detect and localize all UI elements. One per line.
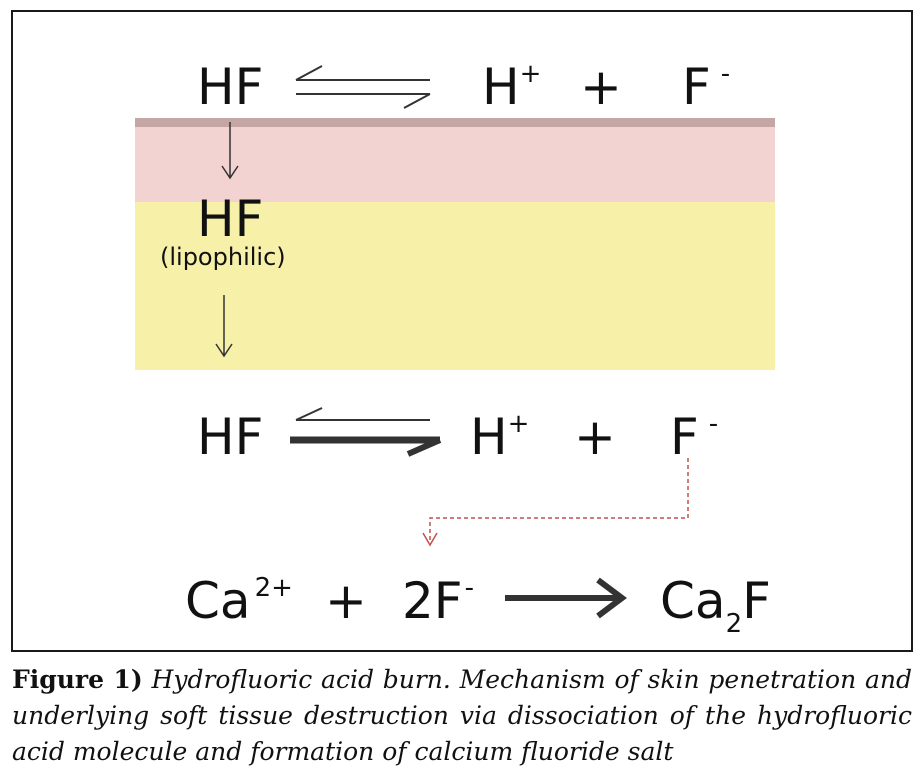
row1-f: F [682,58,711,116]
row3-f-charge: - [464,573,474,603]
reaction-arrow-icon [505,577,627,619]
inside-hf: HF [197,190,264,248]
row2-h-charge: + [507,409,530,439]
row2-equilibrium-icon [290,407,442,457]
arrows-layer [215,65,689,619]
row3-product: Ca2F [660,576,771,637]
row2-h: H [470,408,508,466]
row1-fluoride: F- [682,59,731,112]
skin-outer-layer [135,118,775,202]
row3-product-f: F [742,572,771,630]
lipophilic-note: (lipophilic) [160,243,286,271]
row2-plus: + [574,408,616,466]
row1-hf: HF [197,58,264,116]
row3-product-ca: Ca [660,572,726,630]
row1-proton: H+ [482,59,542,112]
row1-plus: + [580,58,622,116]
row1-h: H [482,58,520,116]
down-arrow-icon [215,295,233,358]
row2-proton: H+ [470,409,530,462]
row1-h-charge: + [519,59,542,89]
row2-hf: HF [197,408,264,466]
subcutaneous-fat-layer [135,202,775,370]
down-arrow-icon [221,122,239,180]
row3-product-sub: 2 [725,609,743,639]
figure-caption: Figure 1) Hydrofluoric acid burn. Mechan… [12,662,912,770]
dashed-path-arrow-icon [422,458,689,547]
row3-ca: Ca [185,572,251,630]
row2-fluoride: F- [670,409,719,462]
row1-equilibrium-icon [295,65,431,109]
skin-surface-edge [135,118,775,127]
row3-plus: + [325,572,367,630]
row3-fluoride: 2F- [402,573,474,626]
row2-f-charge: - [708,409,719,439]
row1-f-charge: - [720,59,731,89]
row3-2f: 2F [402,572,463,630]
row3-ca-charge: 2+ [254,573,293,603]
caption-text: Hydrofluoric acid burn. Mechanism of ski… [12,665,912,766]
row2-f: F [670,408,699,466]
caption-label: Figure 1) [12,665,143,694]
